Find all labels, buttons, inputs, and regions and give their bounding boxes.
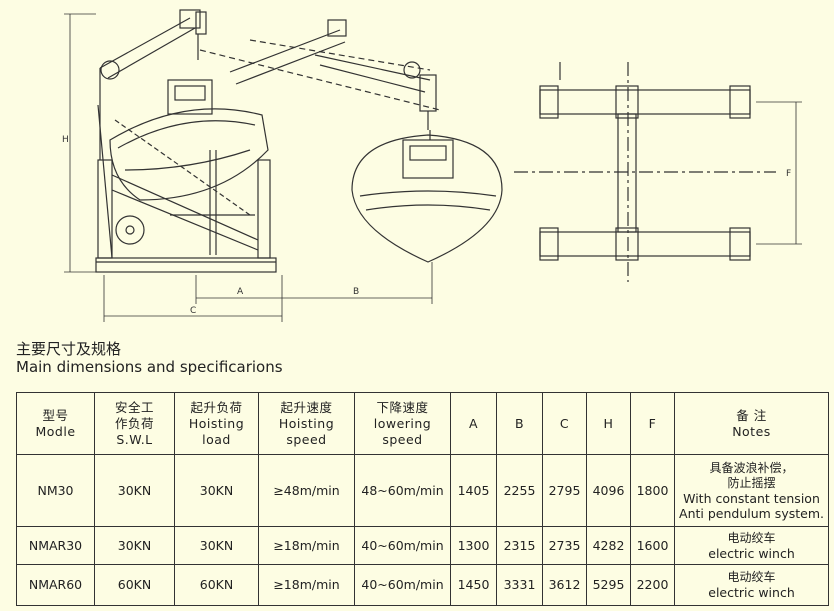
header-text: 作负荷 [114, 415, 154, 431]
header-text: 下降速度 [376, 399, 429, 415]
cell-col-model: NMAR60 [16, 564, 95, 606]
cell-col-hoisting-load: 30KN [174, 454, 259, 527]
note-line: electric winch [708, 545, 795, 561]
cell-col-c: 3612 [542, 564, 587, 606]
technical-drawing: A B C H F [62, 9, 802, 322]
note-line: With constant tension [683, 490, 820, 506]
crane-side-view-extended [199, 19, 503, 263]
crane-top-view [514, 62, 776, 282]
heading-english: Main dimensions and specificarions [16, 358, 283, 376]
cell-col-lowering-speed: 40~60m/min [354, 526, 451, 565]
cell-col-b: 3331 [496, 564, 543, 606]
heading-chinese: 主要尺寸及规格 [16, 340, 122, 358]
header-text: speed [286, 431, 327, 447]
dim-label-a: A [237, 287, 244, 297]
note-line: Anti pendulum system. [679, 505, 824, 521]
cell-col-c: 2795 [542, 454, 587, 527]
dim-label-f: F [786, 169, 791, 179]
note-line: 电动绞车 [727, 570, 776, 584]
cell-col-model: NM30 [16, 454, 95, 527]
cell-col-a: 1405 [450, 454, 497, 527]
header-col-c: C [542, 392, 587, 455]
header-text: S.W.L [116, 431, 153, 447]
cell-col-hoisting-load: 30KN [174, 526, 259, 565]
cell-col-b: 2315 [496, 526, 543, 565]
cell-col-h: 5295 [586, 564, 631, 606]
cell-col-c: 2735 [542, 526, 587, 565]
cell-col-h: 4096 [586, 454, 631, 527]
crane-side-view-stowed [95, 9, 277, 273]
cell-col-f: 1600 [630, 526, 675, 565]
dim-label-c: C [190, 306, 196, 316]
cell-col-a: 1450 [450, 564, 497, 606]
cell-col-hoisting-speed: ≥18m/min [258, 564, 355, 606]
cell-col-f: 2200 [630, 564, 675, 606]
dim-label-b: B [353, 287, 359, 297]
header-text: Notes [732, 423, 771, 439]
header-text: Hoisting [278, 415, 335, 431]
header-col-b: B [496, 392, 543, 455]
note-line: 具备波浪补偿， [709, 460, 794, 475]
header-text: F [648, 415, 657, 431]
header-text: 备 注 [736, 407, 767, 423]
header-text: 安全工 [114, 399, 154, 415]
dimension-lines [64, 13, 802, 322]
cell-col-lowering-speed: 40~60m/min [354, 564, 451, 606]
cell-col-swl: 60KN [94, 564, 175, 606]
header-text: C [559, 415, 570, 431]
header-text: load [202, 431, 231, 447]
header-text: H [603, 415, 614, 431]
header-col-a: A [450, 392, 497, 455]
cell-col-a: 1300 [450, 526, 497, 565]
cell-col-f: 1800 [630, 454, 675, 527]
cell-col-model: NMAR30 [16, 526, 95, 565]
header-text: 型号 [42, 407, 69, 423]
header-text: 起升负荷 [190, 399, 243, 415]
header-text: 起升速度 [280, 399, 333, 415]
cell-col-hoisting-speed: ≥48m/min [258, 454, 355, 527]
header-text: speed [382, 431, 423, 447]
cell-col-hoisting-speed: ≥18m/min [258, 526, 355, 565]
header-text: Modle [35, 423, 76, 439]
cell-col-swl: 30KN [94, 526, 175, 565]
cell-col-b: 2255 [496, 454, 543, 527]
note-line: 防止摇摆 [727, 475, 776, 490]
cell-col-lowering-speed: 48~60m/min [354, 454, 451, 527]
note-line: 电动绞车 [727, 530, 776, 545]
cell-col-swl: 30KN [94, 454, 175, 527]
header-text: Hoisting [188, 415, 245, 431]
header-text: lowering [373, 415, 432, 431]
cell-col-hoisting-load: 60KN [174, 564, 259, 606]
note-line: electric winch [708, 585, 795, 600]
header-text: A [468, 415, 479, 431]
header-text: B [514, 415, 525, 431]
dim-label-h: H [62, 135, 69, 145]
header-col-f: F [630, 392, 675, 455]
header-col-h: H [586, 392, 631, 455]
cell-col-h: 4282 [586, 526, 631, 565]
